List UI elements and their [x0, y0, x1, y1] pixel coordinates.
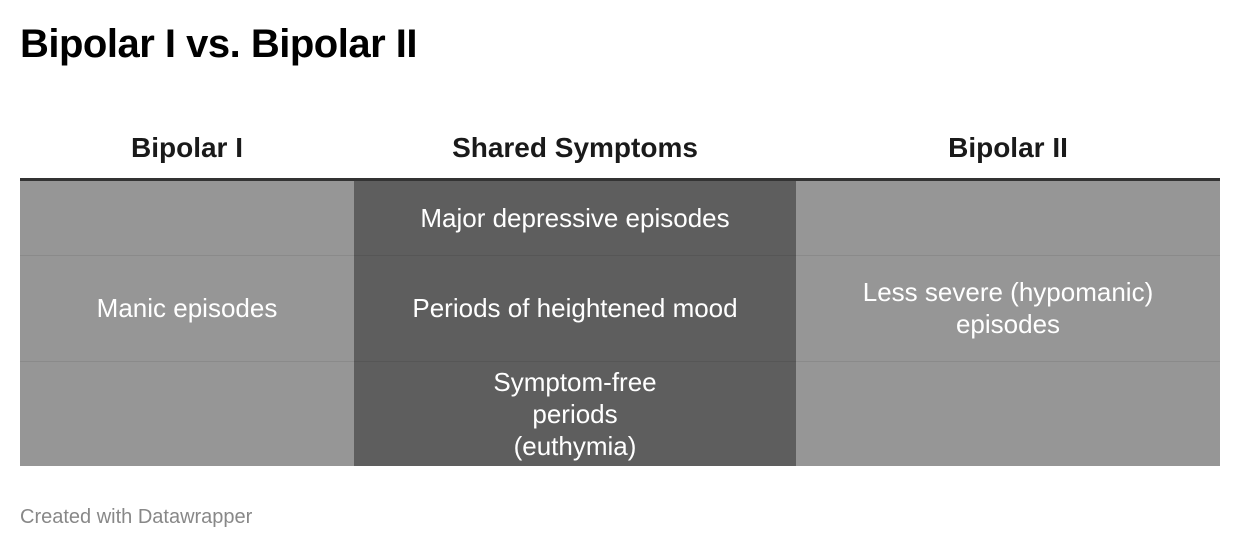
table-body: Manic episodes Major depressive episodes… — [20, 181, 1220, 466]
page-title: Bipolar I vs. Bipolar II — [20, 22, 417, 66]
header-bipolar-2: Bipolar II — [948, 132, 1068, 163]
shared-cell: Symptom-free periods (euthymia) — [493, 366, 657, 461]
table-header: Bipolar I Shared Symptoms Bipolar II — [20, 118, 1220, 181]
header-shared-symptoms: Shared Symptoms — [452, 132, 698, 163]
row-divider — [20, 255, 1220, 256]
bipolar-2-cell: Less severe (hypomanic) episodes — [862, 277, 1154, 339]
bipolar-2-column — [796, 181, 1220, 466]
datawrapper-credit[interactable]: Created with Datawrapper — [20, 506, 253, 528]
bipolar-1-column — [20, 181, 354, 466]
shared-column — [354, 181, 796, 466]
comparison-table: Bipolar I Shared Symptoms Bipolar II Man… — [20, 118, 1220, 466]
row-divider — [20, 361, 1220, 362]
shared-cell: Major depressive episodes — [420, 203, 730, 233]
header-bipolar-1: Bipolar I — [130, 132, 243, 163]
bipolar-1-cell: Manic episodes — [96, 293, 278, 323]
shared-cell: Periods of heightened mood — [412, 293, 738, 323]
